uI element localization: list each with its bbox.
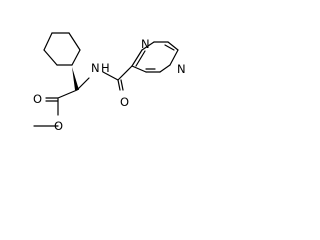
amide-nh-label: N [91,61,100,75]
bond-pyrazine-6 [159,64,171,73]
bond-pyrazine-1-double [135,50,146,67]
bond-pyrazine-8 [131,65,147,73]
bond-amide-carbonyl-1 [117,79,121,91]
ester-carbonyl-oxygen-label: O [33,92,42,106]
bond-pyrazine-double-2 [164,44,175,51]
bond-pyrazine-1 [131,49,143,67]
bond-cyclohexyl-2 [43,49,58,66]
bond-cyclohexyl-3 [43,32,53,51]
bond-cyclohexyl-5 [68,32,81,51]
structure-diagram: N H O O O N N [33,32,186,133]
amide-carbonyl-oxygen-label: O [120,95,129,109]
bond-amide-carbonyl-2 [120,79,124,91]
bond-alpha-carbon-nh [76,77,90,91]
stereo-wedge [72,67,79,90]
cyclohexane-ring [43,32,81,66]
bond-nh-carbonyl [102,71,119,81]
bond-pyrazine-5 [169,49,179,66]
bond-carbonyl-pyrazine [117,65,133,81]
bond-pyrazine-2 [141,41,155,51]
bond-pyrazine-4 [167,41,179,51]
pyrazine-nitrogen-1-label: N [141,37,150,51]
amide-h-label: H [101,61,110,75]
bond-alpha-carbon-ester [57,89,78,99]
molecule-canvas: N H O O O N N [0,0,214,151]
pyrazine-nitrogen-4-label: N [177,62,186,76]
bond-cyclohexyl-6 [71,49,81,66]
ester-methoxy-oxygen-label: O [54,119,63,133]
pyrazine-ring [131,41,179,73]
